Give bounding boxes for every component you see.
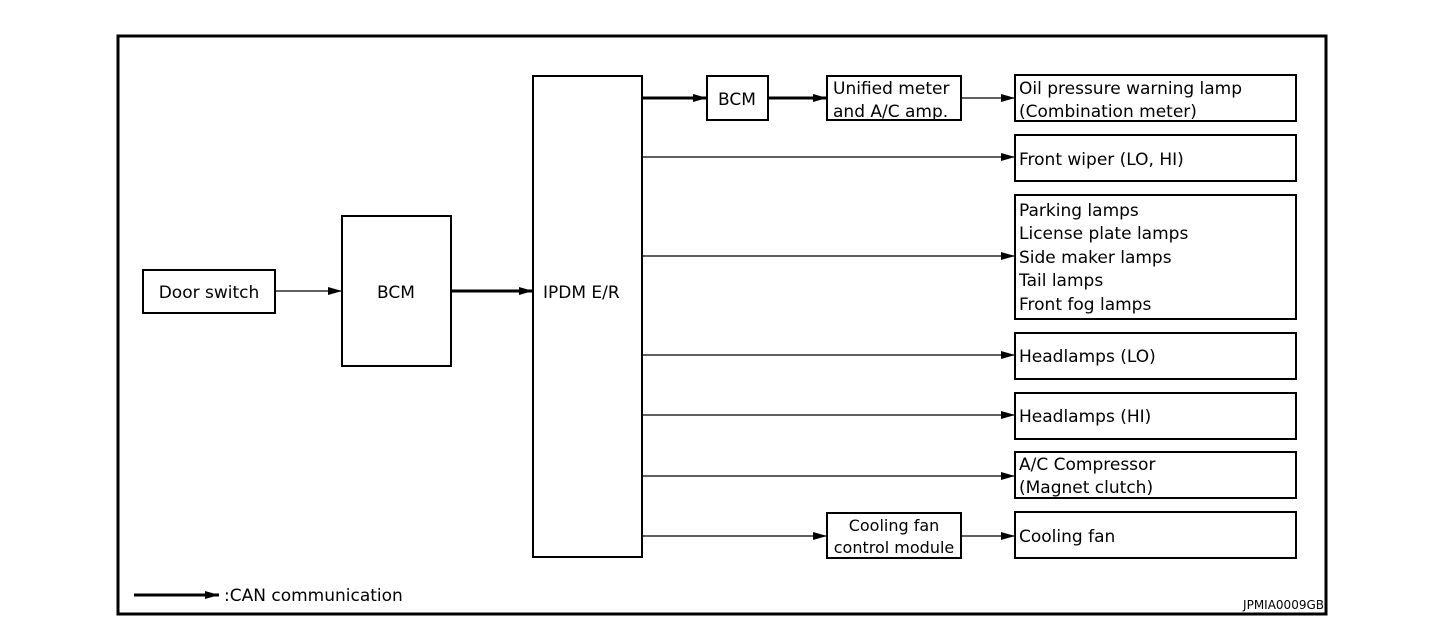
output-lamps: Parking lamps License plate lamps Side m…: [1014, 194, 1297, 320]
oil-pressure-line-2: (Combination meter): [1019, 102, 1197, 122]
cooling-fan-module-block: Cooling fan control module: [826, 512, 962, 559]
door-switch-block: Door switch: [142, 269, 276, 314]
lamps-line-3: Side maker lamps: [1019, 248, 1172, 268]
headlamps-lo-label: Headlamps (LO): [1019, 347, 1156, 367]
headlamps-hi-label: Headlamps (HI): [1019, 407, 1151, 427]
output-front-wiper: Front wiper (LO, HI): [1014, 134, 1297, 182]
front-wiper-label: Front wiper (LO, HI): [1019, 150, 1184, 170]
cooling-fan-label: Cooling fan: [1019, 527, 1115, 547]
lamps-line-2: License plate lamps: [1019, 224, 1188, 244]
bcm-main-label: BCM: [377, 283, 415, 303]
unified-meter-line-1: Unified meter: [833, 79, 949, 99]
ipdm-label: IPDM E/R: [543, 283, 620, 303]
output-headlamps-hi: Headlamps (HI): [1014, 392, 1297, 440]
bcm-top-block: BCM: [706, 75, 769, 121]
door-switch-label: Door switch: [159, 283, 260, 303]
unified-meter-line-2: and A/C amp.: [833, 102, 948, 122]
diagram-frame: [116, 34, 1328, 616]
unified-meter-block: Unified meter and A/C amp.: [826, 75, 962, 122]
bcm-main-block: BCM: [341, 215, 452, 367]
ac-compressor-line-1: A/C Compressor: [1019, 455, 1155, 475]
cooling-fan-module-line-2: control module: [834, 538, 955, 557]
lamps-line-4: Tail lamps: [1018, 271, 1103, 291]
ac-compressor-line-2: (Magnet clutch): [1019, 478, 1153, 498]
output-oil-pressure: Oil pressure warning lamp (Combination m…: [1014, 74, 1297, 122]
output-ac-compressor: A/C Compressor (Magnet clutch): [1014, 451, 1297, 499]
output-headlamps-lo: Headlamps (LO): [1014, 332, 1297, 380]
legend: :CAN communication: [134, 586, 403, 606]
ipdm-block: IPDM E/R: [532, 75, 643, 558]
legend-can-label: :CAN communication: [224, 586, 403, 606]
oil-pressure-line-1: Oil pressure warning lamp: [1019, 79, 1242, 99]
lamps-line-1: Parking lamps: [1019, 201, 1139, 221]
cooling-fan-module-line-1: Cooling fan: [849, 516, 940, 535]
bcm-top-label: BCM: [718, 90, 756, 110]
figure-id: JPMIA0009GB: [1242, 598, 1324, 612]
output-cooling-fan: Cooling fan: [1014, 511, 1297, 559]
lamps-line-5: Front fog lamps: [1019, 295, 1151, 315]
